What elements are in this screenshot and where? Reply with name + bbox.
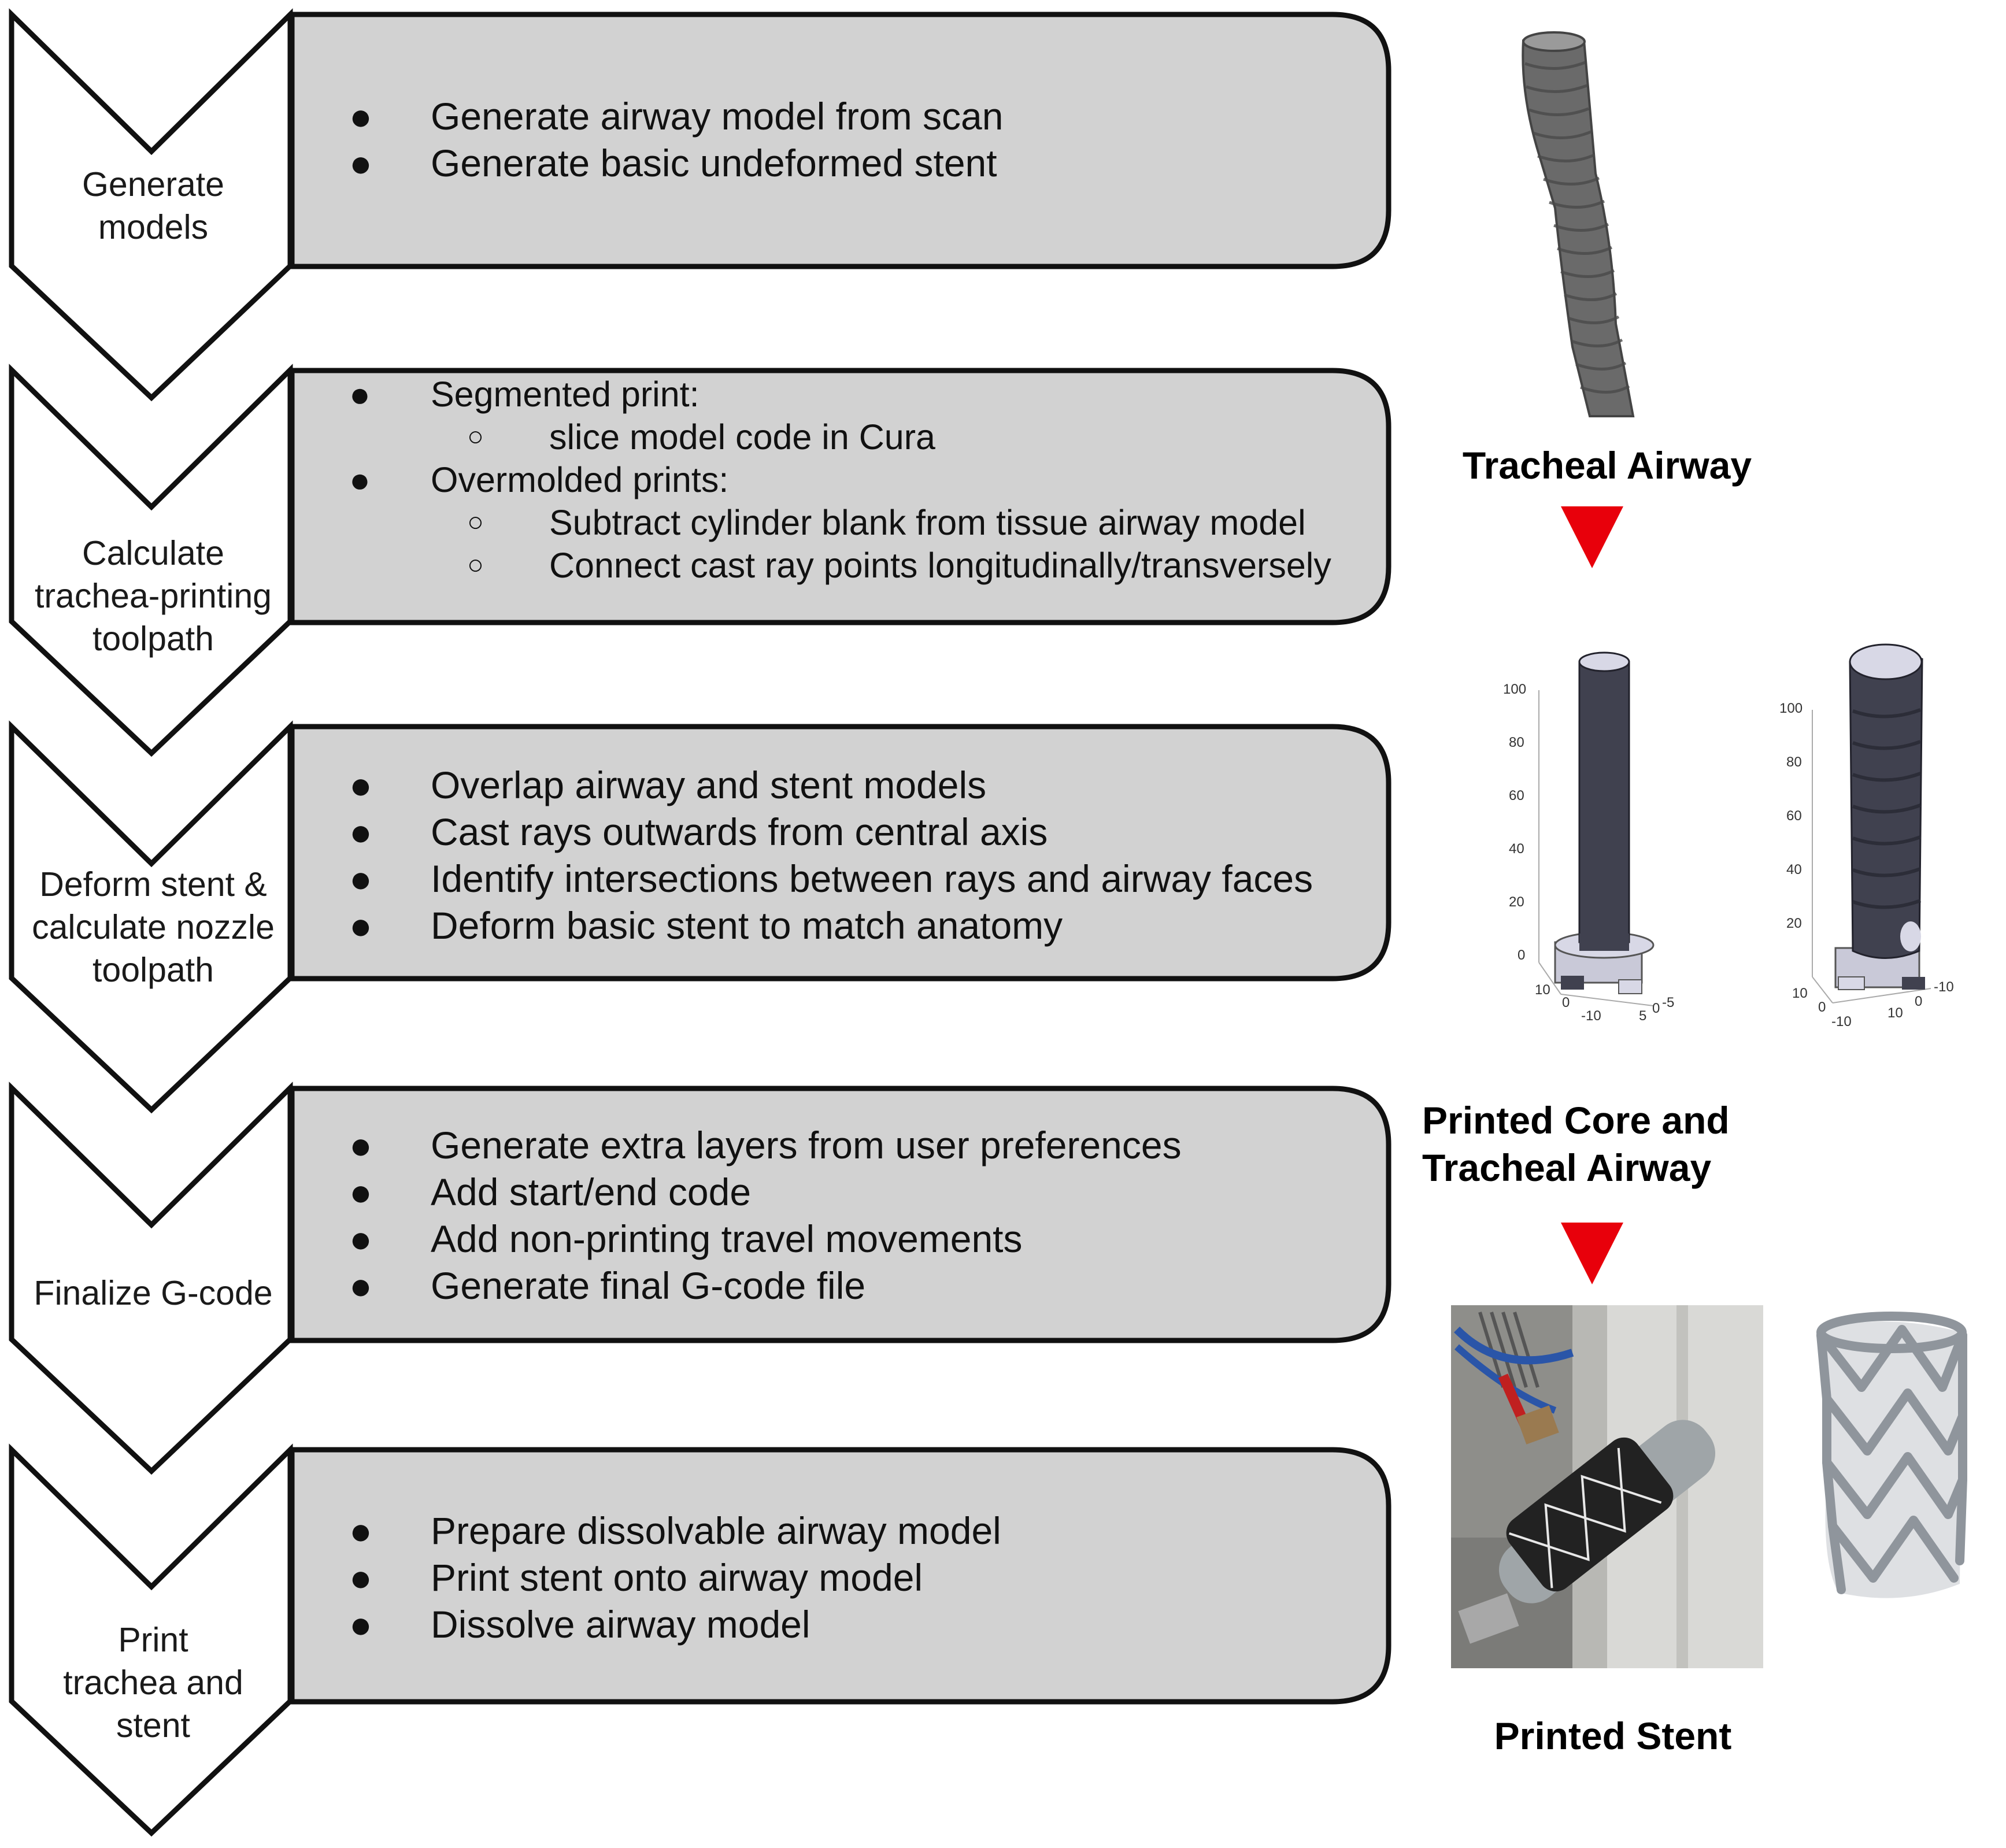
step-label: Finalize G-code — [34, 1274, 273, 1312]
bullet-icon: ● — [349, 1217, 372, 1260]
step-box-2 — [289, 368, 1391, 625]
left-z-tick: 80 — [1509, 735, 1524, 750]
bullet-icon: ● — [349, 1509, 372, 1552]
right-z-tick: 100 — [1779, 701, 1803, 716]
tracheal-airway-label: Tracheal Airway — [1462, 444, 1752, 487]
left-x-tick: 10 — [1535, 982, 1550, 998]
bullet-icon: ● — [349, 1264, 372, 1307]
right-z-tick: 20 — [1786, 916, 1802, 931]
bullet-icon: ● — [349, 1603, 372, 1646]
left-x-tick: -10 — [1581, 1008, 1601, 1024]
down-arrow-icon — [1561, 506, 1623, 568]
printed-core-plot — [1538, 651, 1655, 1006]
left-plot-z-axis-ticks: 100 80 60 40 20 0 10 0 -10 5 0 -5 — [1503, 682, 1674, 1024]
step-label: Print trachea and stent — [63, 1621, 243, 1745]
right-x-tick: 0 — [1818, 999, 1826, 1015]
bullet-icon: ● — [349, 857, 372, 900]
core-and-airway-plot — [1812, 643, 1931, 1003]
right-x-tick: -10 — [1831, 1014, 1852, 1029]
step-box-5 — [289, 1447, 1391, 1705]
step-box-3 — [289, 724, 1391, 982]
step-box-1 — [289, 12, 1391, 269]
circle-bullet-icon: ○ — [467, 421, 484, 452]
left-z-tick: 40 — [1509, 841, 1524, 857]
bullet-icon: ● — [349, 764, 372, 806]
bullet-icon: ● — [349, 904, 372, 947]
bullet-icon: ● — [349, 810, 372, 853]
step-label: Generate models — [82, 165, 224, 246]
right-y-tick: 0 — [1915, 994, 1922, 1009]
bullet-icon: ● — [349, 1124, 372, 1166]
right-z-tick: 60 — [1786, 808, 1802, 824]
printed-stent-photo — [1816, 1312, 1967, 1598]
printer-photo — [1451, 1305, 1763, 1668]
printed-core-label: Printed Core and Tracheal Airway — [1422, 1099, 1730, 1189]
left-z-tick: 100 — [1503, 682, 1526, 697]
tracheal-airway-model-image — [1522, 31, 1635, 417]
left-y-tick: 0 — [1652, 1001, 1660, 1016]
bullet-icon: ● — [349, 142, 372, 184]
right-z-tick: 80 — [1786, 754, 1802, 770]
left-z-tick: 60 — [1509, 788, 1524, 803]
right-y-tick: -10 — [1934, 979, 1954, 995]
right-y-tick: 10 — [1887, 1005, 1903, 1021]
right-plot-z-axis-ticks: 100 80 60 40 20 10 0 -10 10 0 -10 — [1779, 701, 1954, 1029]
bullet-icon: ● — [349, 1171, 372, 1213]
step-label: Calculate trachea-printing toolpath — [35, 534, 272, 658]
right-x-tick: 10 — [1792, 986, 1808, 1001]
left-y-tick: -5 — [1662, 995, 1674, 1010]
left-z-tick: 0 — [1518, 947, 1525, 963]
bullet-icon: ● — [349, 1556, 372, 1599]
printed-stent-label: Printed Stent — [1494, 1714, 1732, 1757]
bullet-icon: ● — [349, 460, 371, 499]
down-arrow-icon — [1561, 1223, 1623, 1284]
bullet-icon: ● — [349, 95, 372, 138]
step-label: Deform stent & calculate nozzle toolpath — [32, 865, 275, 989]
bullet-icon: ● — [349, 375, 371, 414]
left-x-tick: 0 — [1562, 995, 1570, 1010]
circle-bullet-icon: ○ — [467, 507, 484, 538]
left-z-tick: 20 — [1509, 894, 1524, 910]
right-z-tick: 40 — [1786, 862, 1802, 877]
step-box-4 — [289, 1086, 1391, 1343]
left-y-tick: 5 — [1639, 1008, 1646, 1024]
circle-bullet-icon: ○ — [467, 550, 484, 580]
